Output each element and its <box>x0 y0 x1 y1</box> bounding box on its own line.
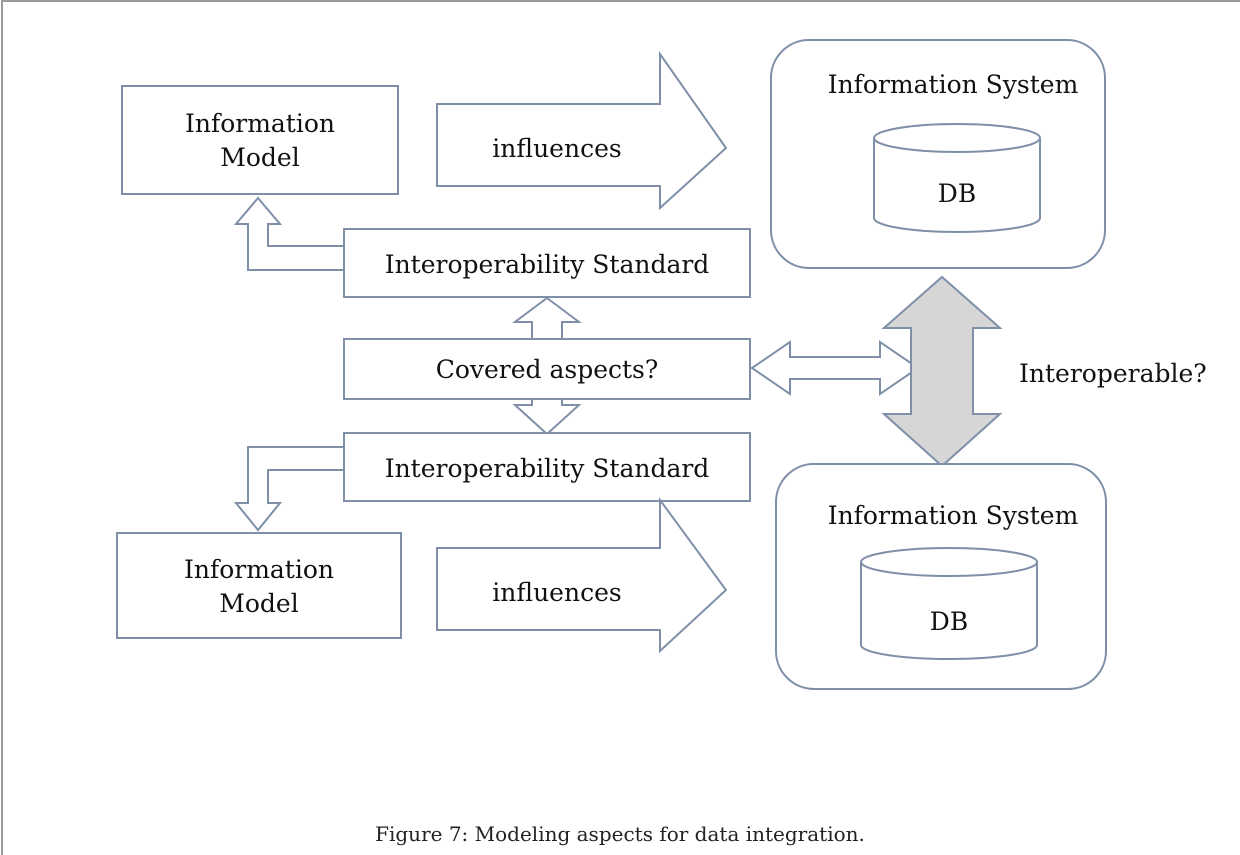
top-bent-arrow <box>233 196 345 271</box>
covered-aspects-horizontal-arrow <box>750 340 920 396</box>
bottom-model-label-line1: Information <box>184 555 334 584</box>
top-system-label: Information System <box>828 70 1079 99</box>
figure-caption: Figure 7: Modeling aspects for data inte… <box>375 822 865 846</box>
covered-aspects-box <box>343 338 751 400</box>
top-influences-arrow <box>436 50 728 211</box>
covered-aspects-label: Covered aspects? <box>436 355 659 384</box>
top-db-label: DB <box>938 179 976 208</box>
top-standard-box <box>343 228 751 298</box>
top-standard-label: Interoperability Standard <box>385 250 710 279</box>
top-model-label-line1: Information <box>185 109 335 138</box>
bottom-system-label: Information System <box>828 501 1079 530</box>
interoperable-label: Interoperable? <box>1019 359 1207 388</box>
top-information-model-box <box>121 85 399 195</box>
top-model-label-line2: Model <box>220 143 299 172</box>
bottom-model-label-line2: Model <box>219 589 298 618</box>
top-influences-label: influences <box>492 134 621 163</box>
bottom-influences-label: influences <box>492 578 621 607</box>
bottom-db-label: DB <box>930 607 968 636</box>
bottom-bent-arrow <box>233 446 345 532</box>
bottom-influences-arrow <box>436 496 728 654</box>
top-db-cylinder <box>873 123 1041 233</box>
bottom-information-model-box <box>116 532 402 639</box>
bottom-standard-label: Interoperability Standard <box>385 454 710 483</box>
bottom-standard-box <box>343 432 751 502</box>
bottom-db-cylinder <box>860 547 1038 660</box>
